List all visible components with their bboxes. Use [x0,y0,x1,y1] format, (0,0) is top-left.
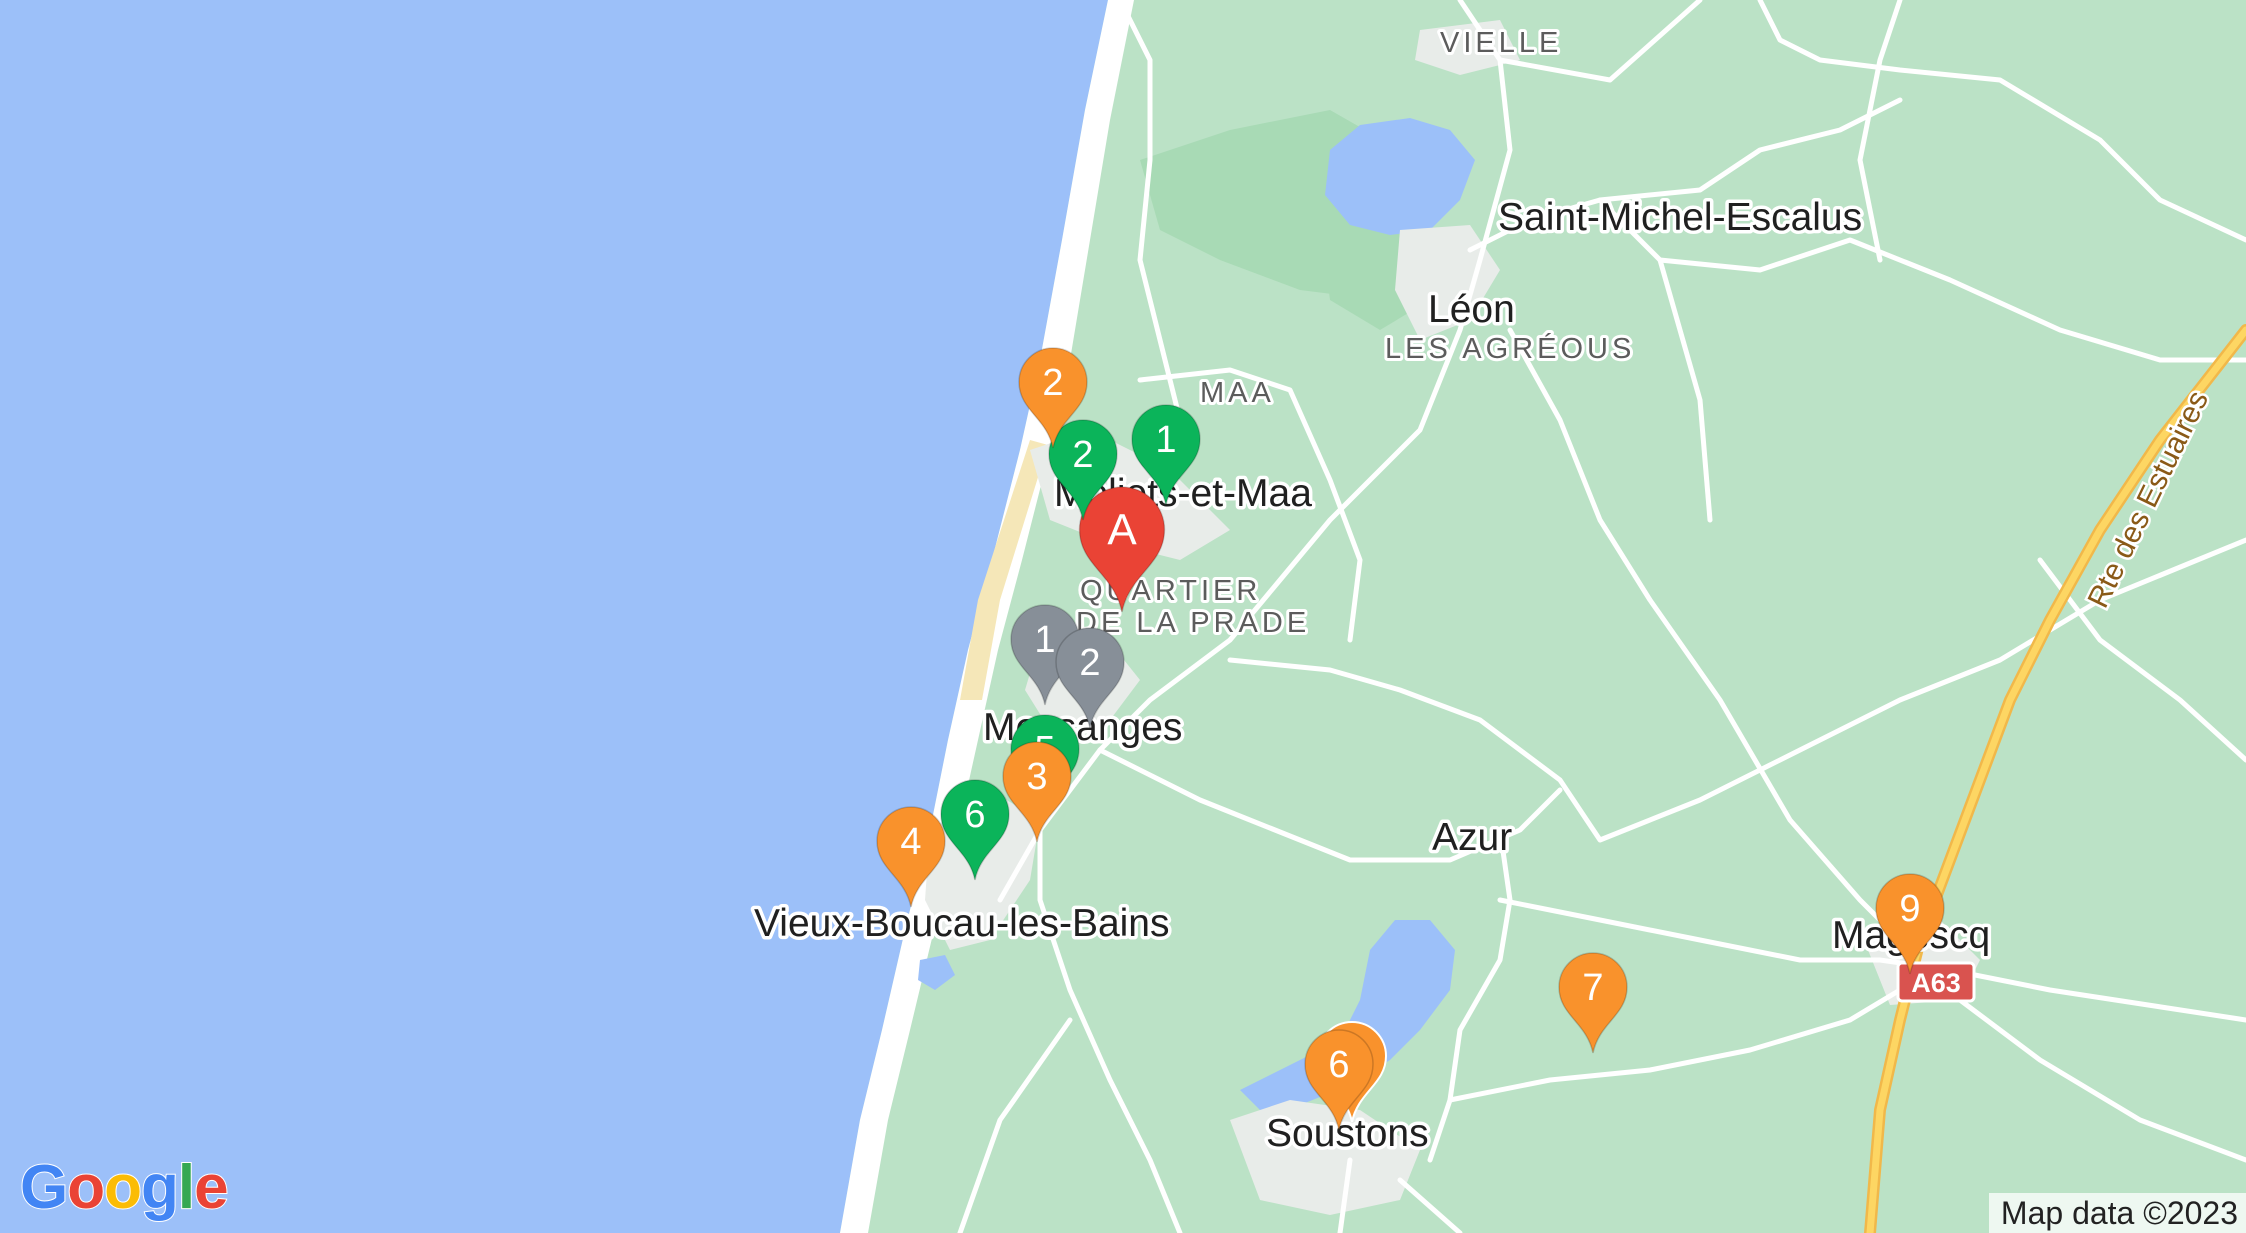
marker-label: 9 [1899,888,1920,930]
logo-letter-l: l [177,1152,196,1223]
urban-leon [1395,225,1500,340]
map-marker-orange-4[interactable]: 4 [876,806,946,908]
lake-small [918,955,955,990]
marker-pin-icon [1018,347,1088,449]
marker-layer: A125612234679 [876,347,1945,1131]
map-data-credit[interactable]: Map data ©2023 [1988,1193,2246,1233]
a63-shield: A63 [1896,961,1976,1003]
marker-pin-icon [1055,627,1125,729]
logo-letter-o1: o [66,1152,106,1223]
map-marker-orange-3[interactable]: 3 [1002,741,1072,843]
place-maa: MAA [1200,377,1275,409]
map-marker-orange-7[interactable]: 7 [1558,952,1628,1054]
marker-pin-icon [876,806,946,908]
logo-letter-o2: o [103,1152,143,1223]
marker-pin-icon [1048,419,1118,521]
marker-label: 2 [1079,642,1100,684]
marker-label: 2 [1042,362,1063,404]
marker-label: 6 [1328,1044,1349,1086]
marker-label: 3 [1026,756,1047,798]
marker-label: 2 [1072,434,1093,476]
google-logo: Google [19,1152,230,1223]
lake-leon [1325,118,1475,235]
place-de-la-prade: DE LA PRADE [1076,607,1310,639]
marker-pin-icon [1875,873,1945,975]
map-marker-green-1[interactable]: 1 [1131,404,1201,506]
place-leon: Léon [1428,288,1515,331]
map-marker-red-A[interactable]: A [1078,486,1166,613]
place-les-agreous: LES AGRÉOUS [1385,332,1635,365]
marker-pin-icon [1078,486,1166,613]
logo-letter-e: e [193,1152,230,1223]
marker-pin-icon [1131,404,1201,506]
place-soustons: Soustons [1266,1112,1429,1155]
marker-pin-icon [1304,1029,1374,1131]
lake-soustons [1240,920,1455,1110]
map-marker-green-6[interactable]: 6 [940,779,1010,881]
highway-a63-fill [1866,326,2246,1233]
urban-vielle [1415,20,1520,75]
map-marker-gray-2[interactable]: 2 [1055,627,1125,729]
marker-label: 1 [1034,619,1055,661]
map-marker-orange-9[interactable]: 9 [1875,873,1945,975]
place-azur: Azur [1432,816,1512,859]
place-saint-michel-escalus: Saint-Michel-Escalus [1498,196,1862,239]
marker-pin-icon [940,779,1010,881]
marker-label: 1 [1155,419,1176,461]
marker-label: 6 [964,794,985,836]
map-marker-orange-2[interactable]: 2 [1018,347,1088,449]
a63-shield-label: A63 [1911,968,1961,998]
map-marker-green-2[interactable]: 2 [1048,419,1118,521]
map-marker-orange-6[interactable]: 6 [1304,1029,1374,1131]
logo-letter-g: G [19,1152,69,1223]
place-vieux-boucau-les-bains: Vieux-Boucau-les-Bains [754,902,1170,945]
place-vielle: VIELLE [1440,27,1562,59]
marker-pin-icon [1002,741,1072,843]
marker-label: 7 [1582,967,1603,1009]
ocean [0,0,1108,1233]
marker-label: A [1107,506,1137,555]
urban-soustons [1230,1100,1420,1215]
road-network [957,0,2246,1233]
marker-pin-icon [1558,952,1628,1054]
sand [960,440,1048,700]
logo-letter-g2: g [140,1152,180,1223]
marker-label: 4 [900,821,921,863]
